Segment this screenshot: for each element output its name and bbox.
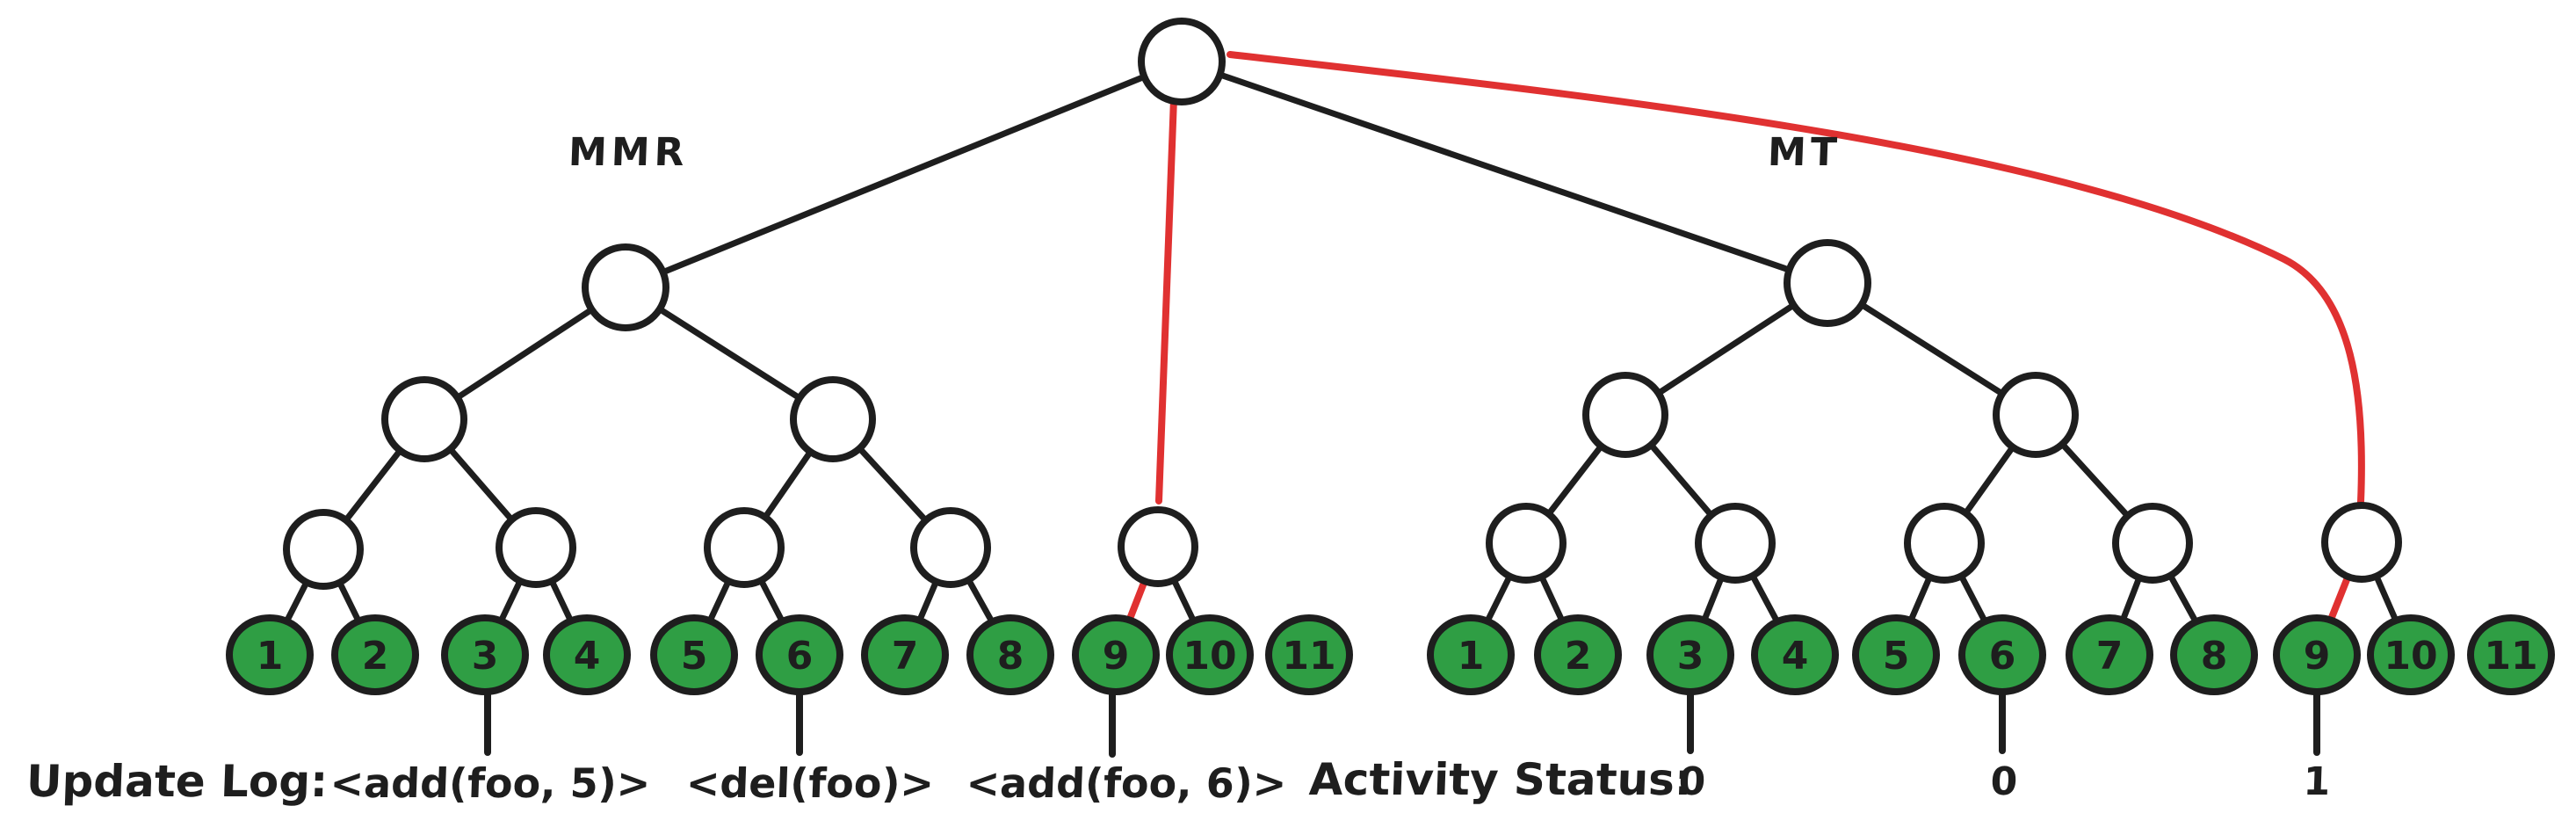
leaf-node-label: 11 [1282,634,1335,679]
leaf-node-label: 7 [892,634,919,679]
leaf-node-mmr-4 [543,614,631,695]
tree-node-mmr-l3b [790,376,876,462]
leaf-node-label: 2 [362,634,389,679]
red-link-root-to-mt-node [1226,51,2365,505]
leaf-node-label: 10 [2384,634,2437,679]
leaf-node-mt-10 [2367,614,2455,695]
update-log-entry: <add(foo, 6)> [965,759,1288,807]
leaf-node-label: 4 [1782,634,1809,679]
leaf-node-label: 11 [2484,634,2537,679]
mt-tree-label: MT [1767,130,1842,175]
leaf-node-label: 8 [997,634,1024,679]
tree-node-mt-l4e [2321,502,2402,583]
activity-status-value: 0 [1677,759,1707,804]
leaf-node-label: 9 [2304,634,2331,679]
leaf-node-label: 1 [1458,634,1485,679]
leaf-node-mmr-10 [1166,614,1254,695]
tree-node-mmr-l4a [283,509,364,590]
leaf-node-mmr-6 [756,614,843,695]
activity-status-value: 0 [1989,759,2019,804]
leaf-node-mmr-3 [441,614,529,695]
update-log-entry: <add(foo, 5)> [329,759,652,807]
leaf-node-mt-11 [2467,614,2555,695]
leaf-node-label: 10 [1183,634,1236,679]
leaf-node-label: 2 [1565,634,1592,679]
leaf-node-label: 4 [574,634,601,679]
tree-node-mt-root [1784,239,1871,327]
tree-node-mt-l4d [2112,503,2193,584]
tree-node-mmr-peak [582,243,669,331]
leaf-node-mmr-7 [861,614,949,695]
leaf-node-mt-6 [1958,614,2046,695]
update-log-label: Update Log: [25,756,329,807]
tree-node-mmr-l4c [704,507,785,588]
tree-node-mmr-l4e [1118,506,1198,587]
mmr-tree-label: MMR [568,130,690,175]
tree-node-mt-l3a [1582,372,1668,458]
leaf-node-mmr-5 [650,614,738,695]
leaf-node-mt-5 [1852,614,1940,695]
leaf-node-label: 3 [472,634,499,679]
tree-node-mt-l4b [1695,503,1776,584]
leaf-node-mt-2 [1534,614,1622,695]
leaf-node-mmr-8 [966,614,1054,695]
leaf-node-mt-4 [1751,614,1839,695]
leaf-node-mmr-1 [226,614,314,695]
red-link-root-to-mmr-peak [1155,95,1177,505]
leaf-node-mt-7 [2066,614,2153,695]
tree-node-mt-l3b [1993,372,2079,458]
tree-node-mmr-l4b [496,507,576,588]
leaf-node-mmr-9 [1072,614,1160,695]
activity-status-value: 1 [2302,759,2332,804]
leaf-node-label: 8 [2201,634,2228,679]
leaf-node-label: 1 [257,634,284,679]
leaf-node-label: 7 [2096,634,2124,679]
leaf-node-label: 5 [1883,634,1910,679]
leaf-node-mt-3 [1646,614,1734,695]
tree-node-mt-l4a [1486,503,1567,584]
leaf-node-mmr-11 [1265,614,1353,695]
tree-edge [622,58,1185,291]
tree-node-mmr-l4d [910,507,991,588]
tree-node-mmr-l3a [381,376,467,462]
leaf-node-label: 6 [786,634,814,679]
tree-edge [1178,58,1831,287]
leaf-node-label: 9 [1103,634,1130,679]
tree-node-root [1138,18,1226,105]
leaf-node-label: 6 [1989,634,2016,679]
leaf-node-mt-9 [2273,614,2361,695]
leaf-node-label: 5 [681,634,708,679]
tree-node-mt-l4c [1904,503,1985,584]
leaf-node-label: 3 [1677,634,1704,679]
leaf-node-mt-1 [1427,614,1515,695]
leaf-node-mmr-2 [331,614,419,695]
leaf-node-mt-8 [2170,614,2258,695]
update-log-entry: <del(foo)> [684,759,936,807]
activity-status-label: Activity Status: [1307,754,1693,805]
